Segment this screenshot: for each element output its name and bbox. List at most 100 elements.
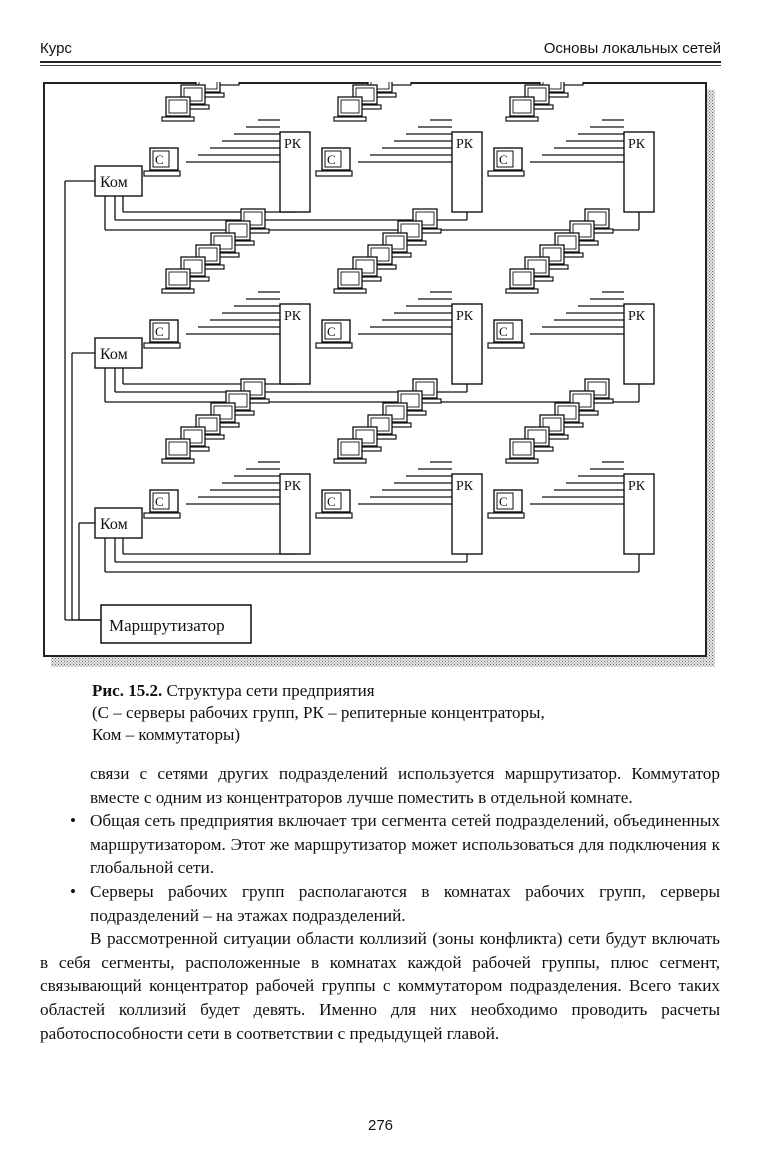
repeater-hub bbox=[279, 303, 311, 385]
router-label: Маршрутизатор bbox=[109, 616, 225, 635]
list-item-text: Общая сеть предприятия включает три сегм… bbox=[90, 811, 720, 878]
figure-caption: Рис. 15.2. Структура сети предприятия (С… bbox=[92, 680, 692, 746]
repeater-hub bbox=[623, 303, 655, 385]
paragraph: В рассмотренной ситуации области коллизи… bbox=[40, 929, 720, 1043]
server-label: С bbox=[155, 494, 164, 509]
workstation-computer bbox=[161, 96, 195, 122]
switch-box bbox=[94, 507, 143, 539]
server-label: С bbox=[499, 324, 508, 339]
page-number: 276 bbox=[367, 1117, 394, 1134]
server-label: С bbox=[327, 324, 336, 339]
workgroup: С РК bbox=[487, 208, 655, 385]
hub-label: РК bbox=[628, 309, 646, 324]
server-keyboard-icon bbox=[315, 342, 353, 349]
workstation-computer bbox=[221, 220, 255, 246]
workstation-computer bbox=[505, 268, 539, 294]
router-box bbox=[100, 604, 252, 644]
hub-label: РК bbox=[284, 137, 302, 152]
workstation-computer bbox=[333, 96, 367, 122]
server-label: С bbox=[499, 152, 508, 167]
paragraph-continued: связи с сетями других подразделений испо… bbox=[90, 764, 720, 807]
bullet-marker: • bbox=[70, 881, 77, 901]
list-item-text: Серверы рабочих групп располагаются в ко… bbox=[90, 881, 720, 925]
header-course-label: Курс bbox=[40, 40, 72, 57]
figure-diagram: КомСРКСРКСРККомСРКСРКСРККомСРКСРКСРКМарш… bbox=[43, 82, 715, 667]
header-rule-thin bbox=[40, 65, 721, 66]
workgroup: С РК bbox=[143, 378, 311, 555]
floor-network: Ком bbox=[78, 507, 640, 621]
repeater-hub bbox=[451, 473, 483, 555]
keyboard-icon bbox=[505, 458, 539, 464]
workgroup: С РК bbox=[143, 82, 311, 213]
caption-title: Структура сети предприятия bbox=[162, 681, 375, 700]
repeater-hub bbox=[279, 131, 311, 213]
server-keyboard-icon bbox=[315, 512, 353, 519]
keyboard-icon bbox=[333, 458, 367, 464]
caption-legend-line-1: (С – серверы рабочих групп, РК – репитер… bbox=[92, 703, 545, 722]
repeater-hub bbox=[451, 303, 483, 385]
hub-label: РК bbox=[456, 137, 474, 152]
keyboard-icon bbox=[333, 116, 367, 122]
switch-label: Ком bbox=[100, 346, 128, 363]
server-keyboard-icon bbox=[143, 342, 181, 349]
keyboard-icon bbox=[161, 458, 195, 464]
keyboard-icon bbox=[505, 288, 539, 294]
workstation-computer bbox=[161, 268, 195, 294]
header-book-title: Основы локальных сетей bbox=[543, 40, 721, 57]
switch-box bbox=[94, 165, 143, 197]
server-keyboard-icon bbox=[487, 512, 525, 519]
floor-network: Ком bbox=[64, 165, 640, 621]
caption-figure-number: Рис. 15.2. bbox=[92, 681, 163, 700]
keyboard-icon bbox=[505, 116, 539, 122]
server-label: С bbox=[499, 494, 508, 509]
floor-network: Ком bbox=[71, 337, 640, 621]
header-rule bbox=[40, 61, 721, 63]
hub-label: РК bbox=[284, 479, 302, 494]
hub-label: РК bbox=[456, 309, 474, 324]
server-label: С bbox=[327, 494, 336, 509]
server-label: С bbox=[327, 152, 336, 167]
figure-frame bbox=[43, 82, 707, 657]
workgroup: С РК bbox=[315, 378, 483, 555]
switch-label: Ком bbox=[100, 516, 128, 533]
workstation-computer bbox=[333, 268, 367, 294]
repeater-hub bbox=[279, 473, 311, 555]
keyboard-icon bbox=[161, 116, 195, 122]
workstation-computer bbox=[505, 96, 539, 122]
page-header: Курс Основы локальных сетей bbox=[40, 40, 721, 66]
workgroup: С РК bbox=[315, 208, 483, 385]
workgroup: С РК bbox=[143, 208, 311, 385]
workstation-computer bbox=[333, 438, 367, 464]
hub-label: РК bbox=[628, 479, 646, 494]
server-label: С bbox=[155, 152, 164, 167]
repeater-hub bbox=[623, 473, 655, 555]
server-keyboard-icon bbox=[487, 170, 525, 177]
keyboard-icon bbox=[333, 288, 367, 294]
workstation-computer bbox=[535, 244, 569, 270]
workstation-computer bbox=[161, 438, 195, 464]
list-item: • Общая сеть предприятия включает три се… bbox=[40, 809, 720, 880]
caption-legend-line-2: Ком – коммутаторы) bbox=[92, 725, 241, 744]
server-keyboard-icon bbox=[143, 512, 181, 519]
repeater-hub bbox=[451, 131, 483, 213]
keyboard-icon bbox=[161, 288, 195, 294]
list-item: • Серверы рабочих групп располагаются в … bbox=[40, 880, 720, 927]
server-keyboard-icon bbox=[143, 170, 181, 177]
repeater-hub bbox=[623, 131, 655, 213]
switch-label: Ком bbox=[100, 174, 128, 191]
workgroup: С РК bbox=[315, 82, 483, 213]
workstation-computer bbox=[505, 438, 539, 464]
workgroup: С РК bbox=[487, 378, 655, 555]
switch-box bbox=[94, 337, 143, 369]
hub-label: РК bbox=[284, 309, 302, 324]
server-label: С bbox=[155, 324, 164, 339]
body-text: связи с сетями других подразделений испо… bbox=[40, 762, 720, 1045]
hub-label: РК bbox=[628, 137, 646, 152]
workstation-computer bbox=[565, 220, 599, 246]
hub-label: РК bbox=[456, 479, 474, 494]
server-keyboard-icon bbox=[487, 342, 525, 349]
bullet-marker: • bbox=[70, 811, 77, 831]
workgroup: С РК bbox=[487, 82, 655, 213]
server-keyboard-icon bbox=[315, 170, 353, 177]
